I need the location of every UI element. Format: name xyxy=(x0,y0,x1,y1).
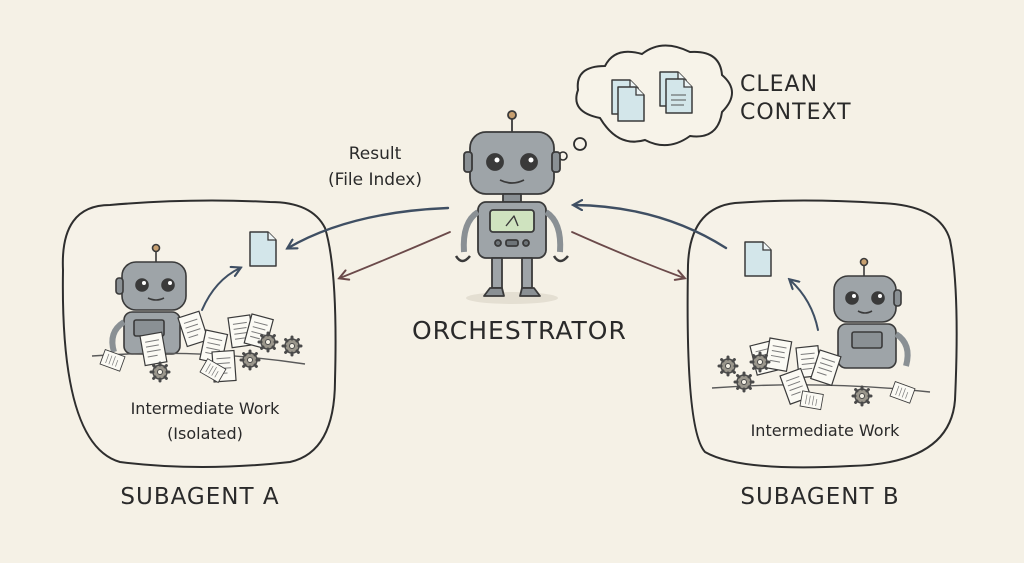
result-document-icon-b xyxy=(744,241,772,277)
result-arrow xyxy=(288,206,450,248)
result-label-line1: Result xyxy=(348,144,402,164)
thought-bubble xyxy=(558,44,733,161)
result-label-line2: (File Index) xyxy=(328,170,422,190)
subagent-a-workpile xyxy=(91,310,306,383)
document-icon xyxy=(659,71,693,114)
dispatch-arrow-b xyxy=(571,231,684,278)
orchestrator-label: ORCHESTRATOR xyxy=(412,316,627,345)
clean-context-label-line2: CONTEXT xyxy=(740,100,852,125)
subagent-a-label: SUBAGENT A xyxy=(120,484,280,510)
subagent-b-robot xyxy=(833,257,911,369)
subagent-b-workpile xyxy=(711,337,931,411)
subagent-a-work-label: Intermediate Work xyxy=(130,399,280,418)
return-arrow-b xyxy=(574,205,728,250)
subagent-b-work-label: Intermediate Work xyxy=(750,421,900,440)
result-document-icon-a xyxy=(249,231,277,267)
subagent-b-label: SUBAGENT B xyxy=(740,484,900,510)
subagent-a-work-sublabel: (Isolated) xyxy=(167,424,243,443)
upload-arrow-b xyxy=(790,280,819,331)
clean-context-label-line1: CLEAN xyxy=(740,72,819,97)
orchestrator-robot xyxy=(454,110,569,304)
dispatch-arrow-a xyxy=(340,231,451,278)
subagent-a-robot xyxy=(109,243,187,355)
upload-arrow-a xyxy=(201,268,240,311)
